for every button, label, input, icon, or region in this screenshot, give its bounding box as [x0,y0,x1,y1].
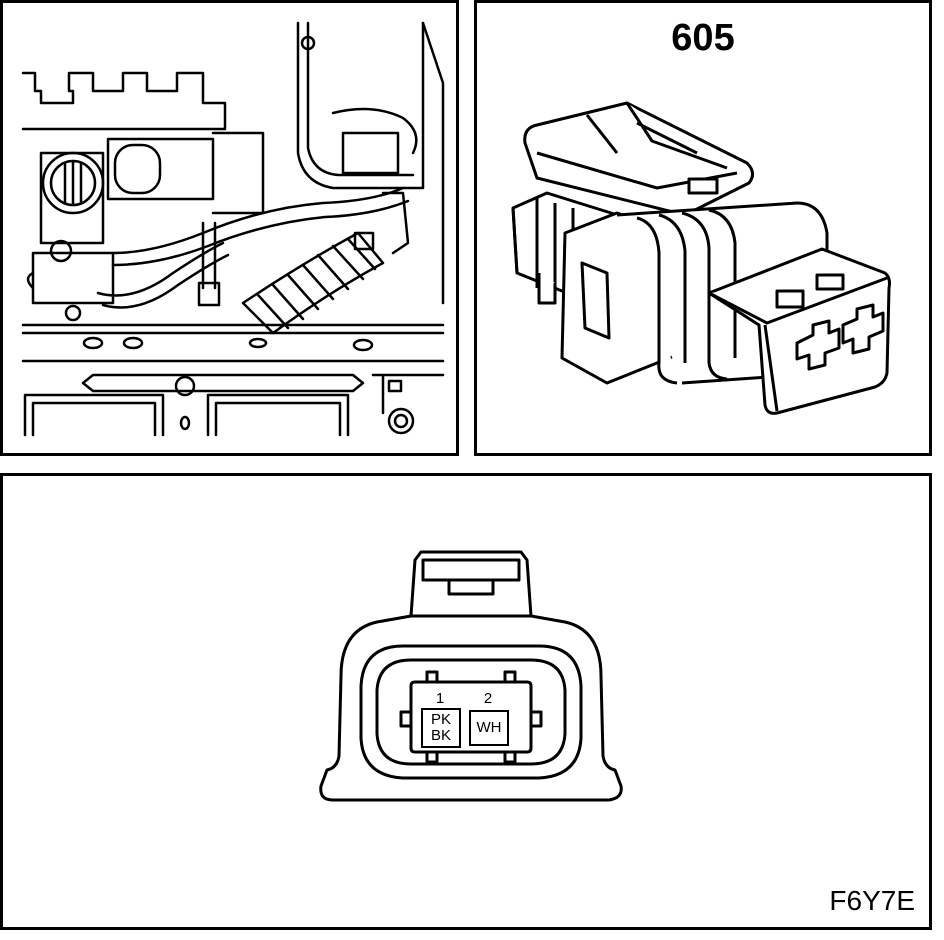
location-view-panel [0,0,459,456]
engine-bay-illustration [21,21,445,437]
pin-2-terminal: WH [469,710,509,746]
connector-isometric-illustration [511,101,891,415]
connector-view-panel: 605 [474,0,932,456]
pin-1-wire-color-1: PK [430,711,451,728]
connector-number: 605 [671,17,735,59]
pin-2-number: 2 [483,690,493,707]
pin-2-wire-color-1: WH [476,719,502,736]
figure-code: F6Y7E [829,885,915,916]
connector-face-panel: 1 2 PK BK WH F6Y7E [0,473,932,930]
connector-face-illustration [319,550,623,802]
pin-1-number: 1 [435,690,445,707]
pin-1-wire-color-2: BK [430,727,451,744]
pin-1-terminal: PK BK [421,708,461,748]
